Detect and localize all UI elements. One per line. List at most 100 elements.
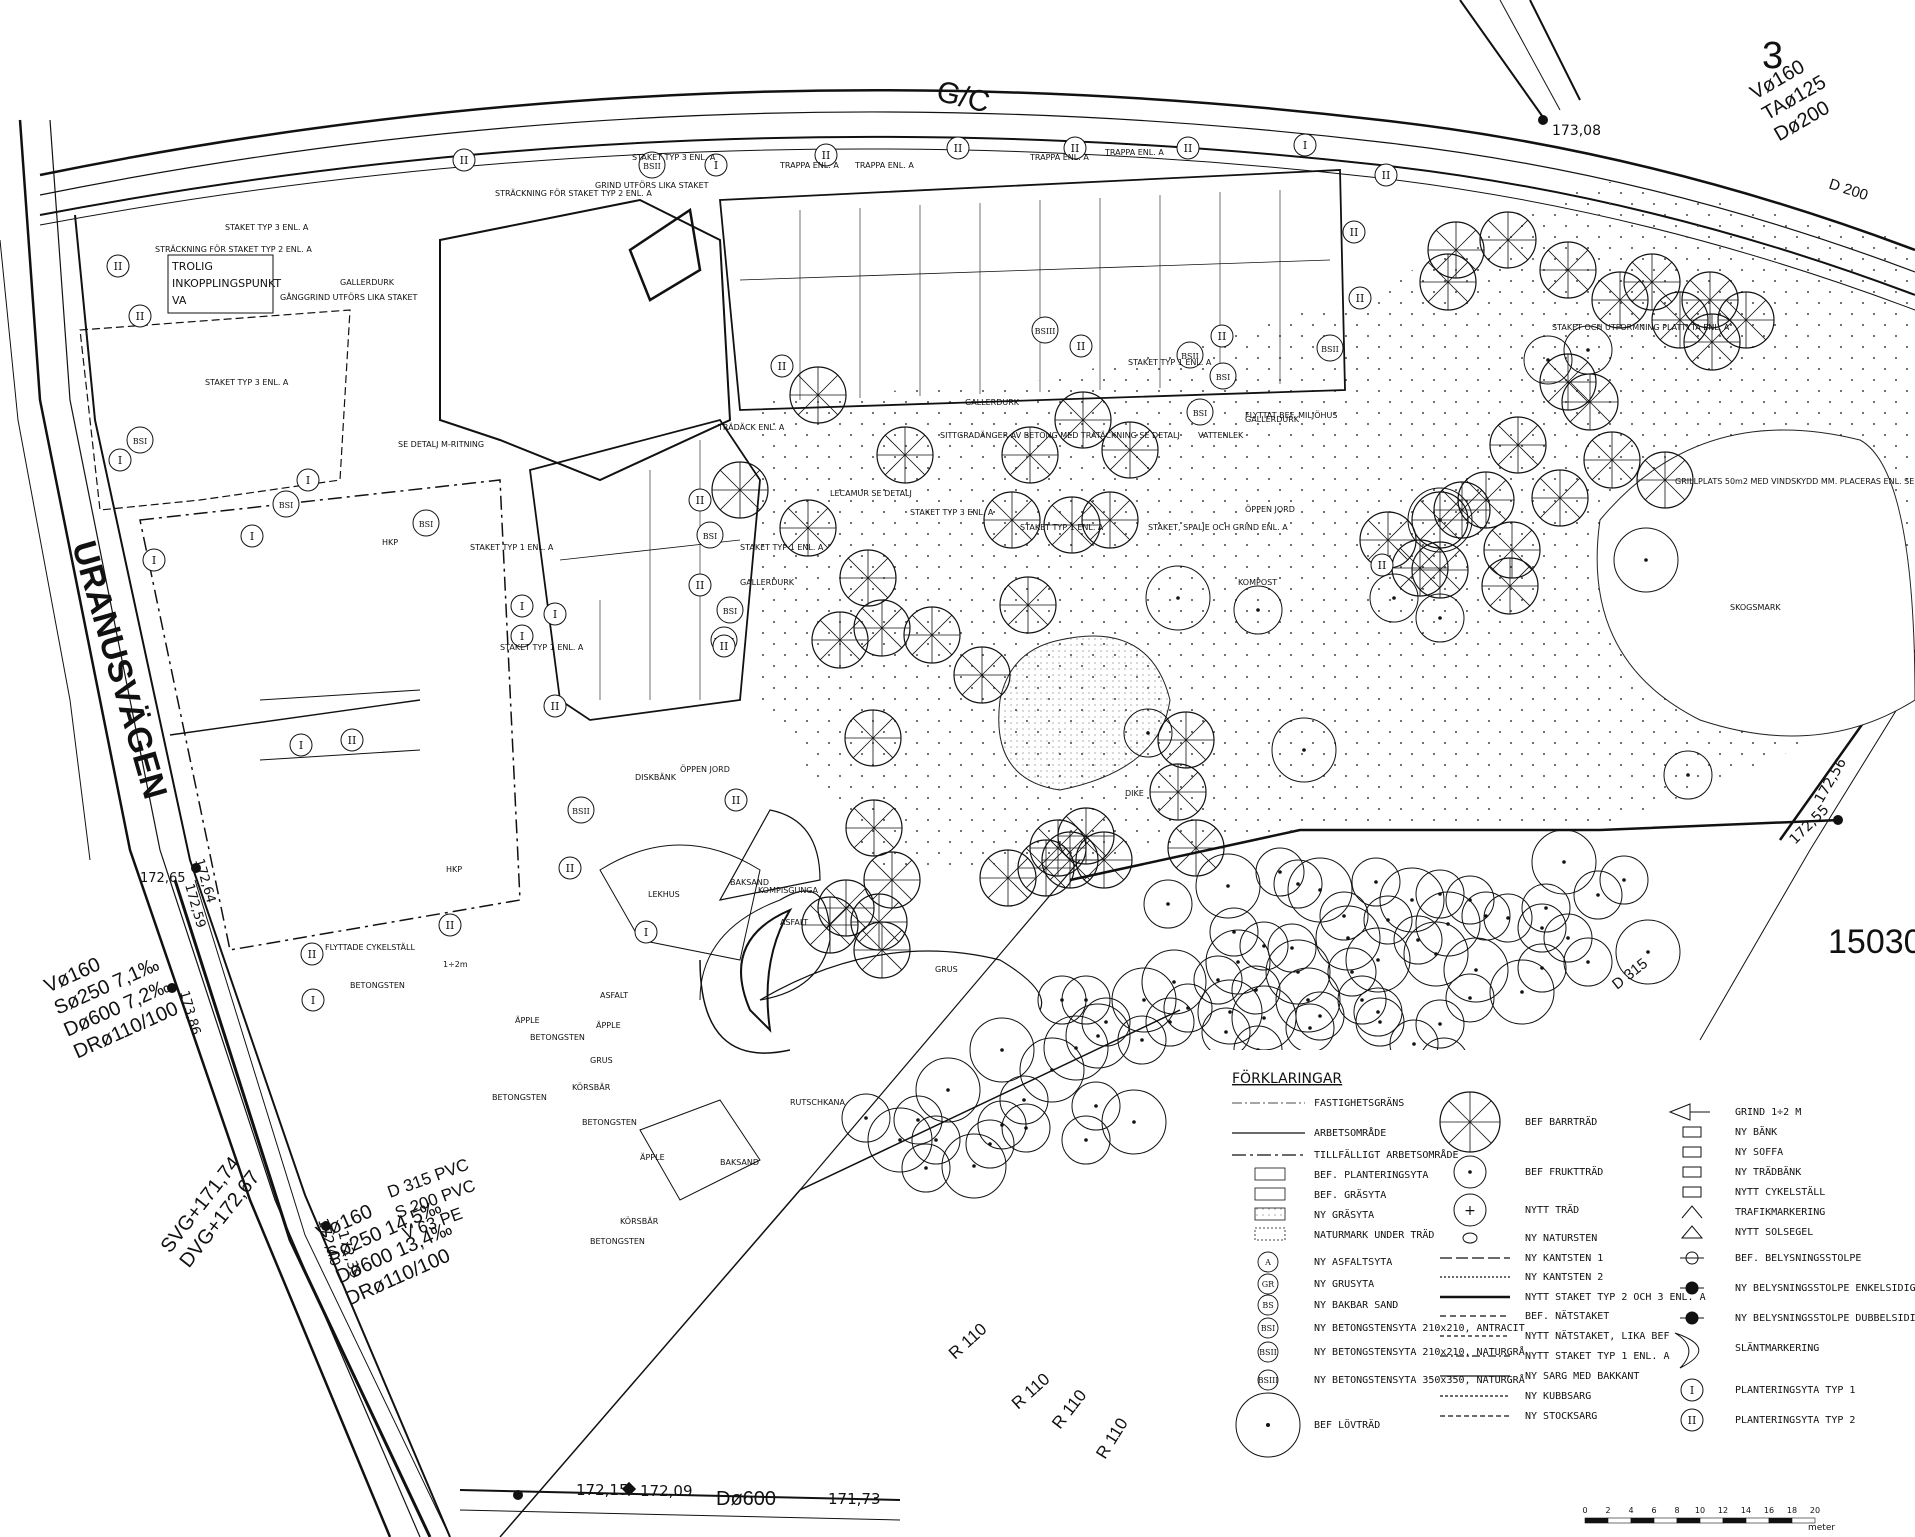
svg-text:II: II [1378, 559, 1387, 572]
conifer-tree-icon [999, 576, 1057, 634]
planting-symbol: I [289, 733, 313, 757]
planting-symbol: BSI [272, 490, 300, 518]
deciduous-tree-icon [1145, 565, 1211, 631]
svg-text:I: I [714, 159, 718, 172]
scale-segment [1584, 1517, 1609, 1524]
svg-text:BSI: BSI [133, 437, 148, 446]
conifer-tree-icon [1081, 491, 1139, 549]
pipe-dim-bottom: Dø600 [716, 1488, 776, 1510]
deciduous-tree-icon [1205, 929, 1271, 995]
label-appel-1: ÄPPLE [515, 1015, 540, 1025]
legend-item-col2: NY KUBBSARG [1525, 1391, 1591, 1402]
label-gallerdurk-4: GALLERDURK [740, 578, 795, 587]
deciduous-tree-icon [1517, 943, 1567, 993]
level-point-6 [321, 1221, 331, 1231]
scale-tick-label: 12 [1718, 1506, 1728, 1515]
legend-item-col3: PLANTERINGSYTA TYP 1 [1735, 1385, 1855, 1396]
deciduous-tree-icon [1197, 979, 1263, 1045]
scale-segment [1676, 1517, 1701, 1524]
svg-text:I: I [250, 530, 254, 543]
deciduous-tree-icon [1273, 859, 1323, 909]
planting-symbol: II [1063, 136, 1087, 160]
planting-symbol: BSII [1176, 341, 1204, 369]
svg-text:II: II [732, 794, 741, 807]
deciduous-tree-icon [1101, 1089, 1167, 1155]
svg-text:II: II [954, 142, 963, 155]
svg-text:I: I [520, 600, 524, 613]
conifer-tree-icon [853, 921, 911, 979]
level-2: 172,56 [1812, 755, 1850, 806]
legend-item-col2: BEF BARRTRÄD [1525, 1115, 1597, 1128]
conifer-tree-icon [1041, 831, 1099, 889]
planting-symbol: II [1374, 163, 1398, 187]
legend-item-col3: GRIND 1÷2 M [1735, 1107, 1801, 1118]
label-oppen-jord-1: ÖPPEN JORD [1245, 504, 1295, 514]
conifer-tree-icon [983, 491, 1041, 549]
deciduous-tree-icon [1369, 573, 1419, 623]
legend-item-col2: NY SARG MED BAKKANT [1525, 1371, 1639, 1382]
svg-text:BSIII: BSIII [1258, 1376, 1279, 1385]
conifer-tree-icon [1636, 451, 1694, 509]
conifer-tree-icon [1001, 426, 1059, 484]
conifer-tree-icon [1481, 557, 1539, 615]
label-baksand-2: BAKSAND [720, 1158, 759, 1167]
deciduous-tree-icon [1019, 1037, 1085, 1103]
level-point-5 [167, 983, 177, 993]
label-staket3-1: STAKET TYP 3 ENL. A [632, 153, 716, 162]
planting-symbol: I [301, 988, 325, 1012]
label-grind: GRIND UTFÖRS LIKA STAKET [595, 180, 709, 190]
deciduous-tree-icon [867, 1107, 933, 1173]
label-betongsten-2: BETONGSTEN [530, 1033, 585, 1042]
deciduous-tree-icon [1379, 867, 1445, 933]
deciduous-tree-icon [1143, 879, 1193, 929]
nature-ground [760, 180, 1915, 870]
deciduous-tree-icon [1327, 947, 1377, 997]
deciduous-tree-icon [915, 1057, 981, 1123]
street-name: URANUSVÄGEN [64, 537, 174, 804]
conifer-tree-icon [1029, 819, 1087, 877]
label-strackning-2: STRÄCKNING FÖR STAKET TYP 2 ENL. A [495, 188, 652, 198]
label-staket1-1: STAKET TYP 1 ENL. A [1128, 358, 1212, 367]
planting-symbol: BSI [1186, 398, 1214, 426]
level-9: 173,86 [176, 989, 203, 1037]
svg-text:II: II [114, 260, 123, 273]
svg-text:BSI: BSI [1261, 1324, 1276, 1333]
label-grus-2: GRUS [590, 1056, 613, 1065]
legend-item-col1: NY BETONGSTENSYTA 350x350, NATURGRÅ [1314, 1373, 1525, 1386]
label-rutschkana: RUTSCHKANA [790, 1098, 846, 1107]
planting-symbol: II [814, 143, 838, 167]
legend-item-col1: NY BAKBAR SAND [1314, 1300, 1398, 1311]
conifer-tree-icon [903, 606, 961, 664]
conifer-tree-icon [844, 709, 902, 767]
area-labels: TRAPPA ENL. A TRAPPA ENL. A TRAPPA ENL. … [155, 148, 1915, 1246]
svg-text:II: II [348, 734, 357, 747]
deciduous-tree-icon [1231, 985, 1297, 1051]
deciduous-tree-icon [969, 1017, 1035, 1083]
scale-tick-label: 6 [1651, 1506, 1656, 1515]
label-strackning-1: STRÄCKNING FÖR STAKET TYP 2 ENL. A [155, 244, 312, 254]
label-grind2: GÅNGGRIND UTFÖRS LIKA STAKET [280, 291, 418, 302]
block-number: 3 [1762, 35, 1783, 77]
deciduous-tree-icon [1315, 905, 1381, 971]
deciduous-tree-icon [1563, 325, 1613, 375]
level-point-4 [621, 1481, 637, 1497]
legend-item-col1: NY BETONGSTENSYTA 210x210, ANTRACIT [1314, 1323, 1525, 1334]
conifer-tree-icon [1439, 1091, 1501, 1153]
pipe-d315-label: D 315 [1609, 955, 1651, 993]
scale-tick-label: 8 [1674, 1506, 1679, 1515]
deciduous-tree-icon [1195, 853, 1261, 919]
deciduous-tree-icon [1599, 855, 1649, 905]
deciduous-tree-icon [1193, 955, 1243, 1005]
svg-text:BS: BS [1262, 1301, 1273, 1310]
connection-note-line2: INKOPPLINGSPUNKT [172, 277, 281, 290]
svg-text:I: I [118, 454, 122, 467]
deciduous-tree-icon [1233, 585, 1283, 635]
planting-symbol: I [543, 602, 567, 626]
legend-item-col3: NY BELYSNINGSSTOLPE DUBBELSIDIG [1735, 1313, 1915, 1324]
planting-symbol: II [300, 942, 324, 966]
label-gallerdurk-2: GALLERDURK [965, 398, 1020, 407]
label-asfalt-1: ASFALT [780, 918, 808, 927]
planting-symbol: I [704, 153, 728, 177]
scale-segment [1768, 1517, 1793, 1524]
